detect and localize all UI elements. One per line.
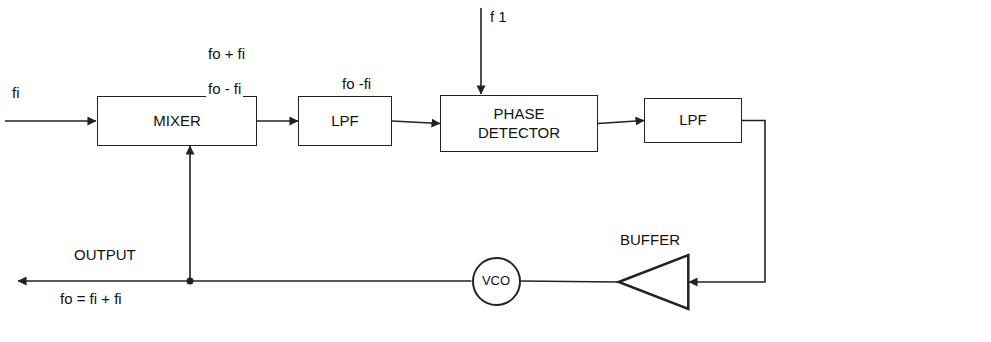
process-box: LPF: [644, 98, 742, 143]
process-box: LPF: [298, 96, 392, 146]
signal-connector: [689, 121, 765, 283]
signal-connector: [190, 146, 472, 281]
signal-label: fi: [10, 84, 22, 102]
signal-connector: [521, 281, 619, 282]
vco-circle: VCO: [472, 257, 521, 306]
triangle-outline: [618, 254, 689, 310]
block-label: LPF: [679, 111, 707, 130]
block-heading: BUFFER: [620, 231, 680, 250]
block-label: PHASE DETECTOR: [471, 105, 567, 143]
signal-connector: [598, 121, 644, 124]
output-line: [18, 280, 190, 282]
signal-label: fo -fi: [340, 75, 373, 93]
signal-label: fo = fi + fi: [58, 290, 124, 308]
signal-label: fo + fi: [206, 45, 247, 63]
buffer-triangle: BUFFER: [618, 254, 689, 310]
reference-line: [480, 8, 482, 94]
block-label: VCO: [482, 273, 510, 289]
signal-label: fo - fi: [206, 80, 243, 98]
signal-label: f 1: [488, 8, 509, 26]
block-label: MIXER: [153, 112, 201, 131]
signal-connector: [257, 120, 298, 122]
signal-label: OUTPUT: [72, 246, 138, 264]
input-line: [5, 120, 96, 122]
block-label: LPF: [331, 112, 359, 131]
process-box: MIXER: [97, 96, 257, 146]
signal-connector: [392, 121, 440, 124]
process-box: PHASE DETECTOR: [440, 95, 598, 152]
